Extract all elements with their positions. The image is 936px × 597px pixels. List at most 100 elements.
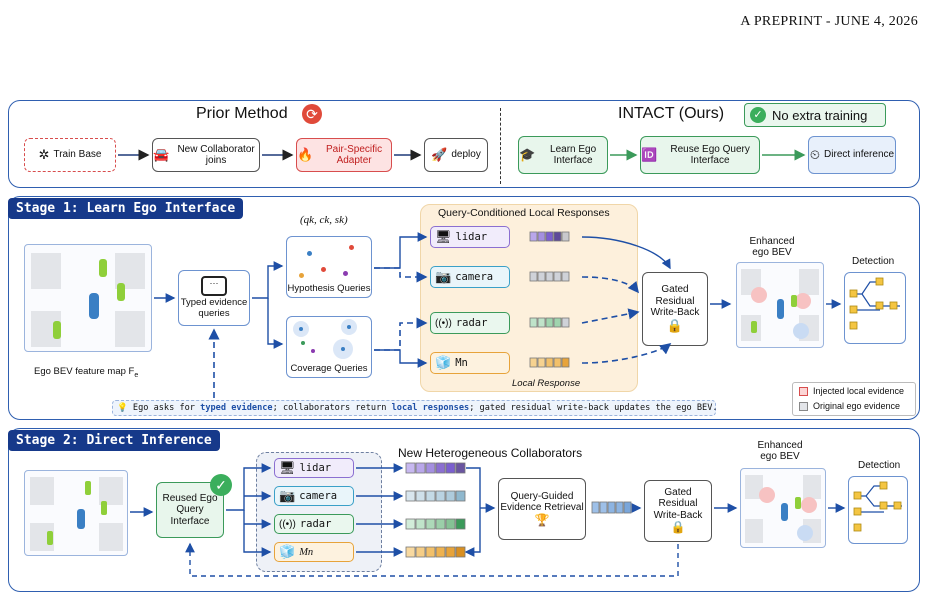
reuse-ego-label: Reuse Ego Query Interface [670,143,750,167]
s2-retrieval-label: Query-Guided Evidence Retrieval [500,490,584,514]
graduation-cap-icon: 🎓 [519,146,536,162]
coverage-queries-label: Coverage Queries [290,363,368,374]
s2-cubes-icon: 🧊 [279,544,296,559]
network-icon: ✲ [38,146,50,162]
s1-mn: 🧊Mn [430,352,510,374]
train-base-label: Train Base [53,149,102,161]
stage1-tab: Stage 1: Learn Ego Interface [8,198,244,219]
fingerprint-icon: 🆔 [641,146,658,162]
s1-detection-label: Detection [852,256,895,267]
s2-enhanced-map [740,468,826,548]
s1-gated-box: Gated Residual Write-Back 🔒 [642,272,708,346]
s2-ego-map [24,470,128,556]
legend-injected: Injected local evidence [813,386,905,396]
fire-icon: 🔥 [297,146,314,162]
trophy-icon: 🏆 [534,512,550,527]
s1-radar: ((•))radar [430,312,510,334]
note-local: local responses [391,403,470,413]
s1-camera: 📷camera [430,266,510,288]
deploy-label: deploy [451,149,481,161]
s1-camera-label: camera [455,271,494,283]
prior-method-title: Prior Method [196,105,288,122]
stage2-tab: Stage 2: Direct Inference [8,430,220,451]
stage1-note: 💡 Ego asks for typed evidence; collabora… [112,400,718,416]
note-typed: typed evidence [200,403,273,413]
stage1-panel [8,196,920,420]
rocket-icon: 🚀 [431,146,448,162]
speedometer-icon: ⏲ [809,146,821,162]
ego-map-label: Ego BEV feature map Fe [34,366,138,379]
s2-gated-label: Gated Residual Write-Back [653,486,703,521]
ego-map-label-sub: e [134,371,139,379]
reuse-ego-box: 🆔 Reuse Ego Query Interface [640,136,760,174]
lock-icon: 🔒 [666,317,684,333]
deploy-box: 🚀deploy [424,138,488,172]
car-icon: 🚘 [153,146,170,162]
coverage-queries-box: Coverage Queries [286,316,372,378]
adapter-label: Pair-Specific Adapter [326,143,383,167]
s1-enhanced-map [736,262,824,348]
s1-radar-label: radar [455,317,488,329]
camera-icon: 📷 [435,269,452,284]
hypothesis-queries-label: Hypothesis Queries [287,283,371,294]
s2-detection-label: Detection [858,460,901,471]
s2-mn-label: Mn [299,546,314,558]
s1-gated-label: Gated Residual Write-Back [650,284,700,319]
s2-gated-box: Gated Residual Write-Back🔒 [644,480,712,542]
s2-radar-label: radar [299,518,332,530]
s1-lidar-label: lidar [455,231,488,243]
hypothesis-queries-box: Hypothesis Queries [286,236,372,298]
new-collaborator-box: 🚘 New Collaborator joins [152,138,260,172]
s2-lidar-label: lidar [299,462,332,474]
new-collaborator-label: New Collaborator joins [177,143,255,167]
legend: Injected local evidence Original ego evi… [792,382,916,416]
s2-camera: 📷camera [274,486,354,506]
learn-ego-label: Learn Ego Interface [550,143,597,167]
learn-ego-box: 🎓 Learn Ego Interface [518,136,608,174]
top-panel [8,100,920,188]
s1-mn-label: Mn [455,357,468,369]
s2-collab-title: New Heterogeneous Collaborators [398,446,583,460]
divider [500,108,501,184]
stage2-panel [8,428,920,592]
typed-queries-box: ··· Typed evidence queries [178,270,250,326]
direct-inference-label: Direct inference [824,149,895,161]
intact-title: INTACT (Ours) [618,105,725,122]
legend-original: Original ego evidence [813,401,901,411]
lidar-icon: 🖥 [435,229,452,244]
local-responses-title: Query-Conditioned Local Responses [438,207,610,219]
hypothesis-formula: (qk, ck, sk) [300,214,348,226]
local-response-label: Local Response [512,378,581,389]
cubes-icon: 🧊 [435,355,452,370]
ego-map-label-text: Ego BEV feature map F [34,366,135,377]
s2-mn: 🧊Mn [274,542,354,562]
no-training-label: No extra training [772,107,868,123]
s2-lidar: 🖥lidar [274,458,354,478]
s2-retrieval-box: Query-Guided Evidence Retrieval🏆 [498,478,586,540]
ego-bev-map [24,244,152,352]
bulb-icon: 💡 [117,403,128,413]
s1-enhanced-label: Enhanced ego BEV [749,236,795,258]
train-base-box: ✲Train Base [24,138,116,172]
s2-lock-icon: 🔒 [670,520,686,535]
s2-enhanced-label: Enhanced ego BEV [757,440,803,462]
s2-reused-label: Reused Ego Query Interface [162,492,218,527]
running-head: A PREPRINT - JUNE 4, 2026 [740,14,918,29]
chat-icon: ··· [201,276,227,297]
note-pre: Ego asks for [132,403,201,413]
no-training-badge: ✓ No extra training [744,103,886,127]
radar-icon: ((•)) [435,317,452,329]
direct-inference-box: ⏲Direct inference [808,136,896,174]
s2-lidar-icon: 🖥 [279,460,296,475]
check-icon: ✓ [750,107,766,123]
s1-lidar: 🖥lidar [430,226,510,248]
s2-radar: ((•))radar [274,514,354,534]
s2-radar-icon: ((•)) [279,518,296,530]
refresh-icon: ⟳ [302,104,322,124]
s2-check-icon: ✓ [210,474,232,496]
note-post: ; gated residual write-back updates the … [469,403,718,413]
adapter-box: 🔥 Pair-Specific Adapter [296,138,392,172]
s2-camera-icon: 📷 [279,488,296,503]
note-mid: ; collaborators return [272,403,392,413]
